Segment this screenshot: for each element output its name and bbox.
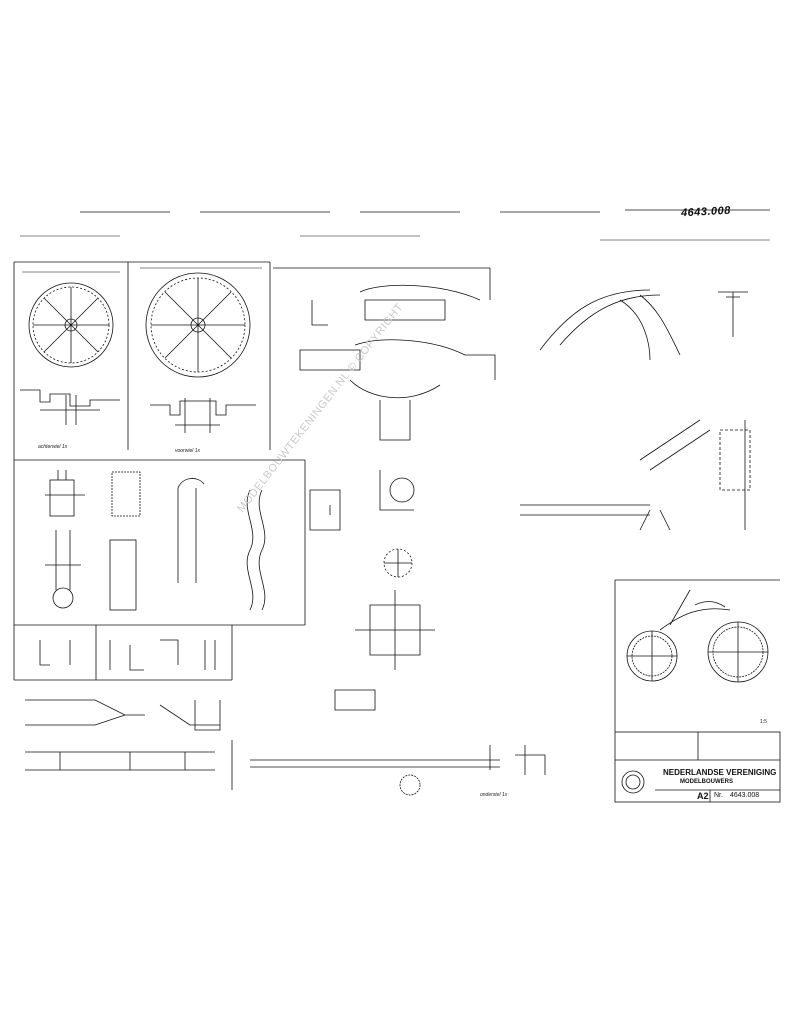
steering-arm-drawing — [520, 289, 751, 531]
wheel-section-frame — [13, 261, 271, 680]
sheet-format: A2 — [697, 791, 709, 801]
frame-profile-drawings — [25, 699, 221, 771]
title-block-number: 4643.008 — [730, 792, 760, 799]
title-block-frame — [614, 731, 781, 803]
rail-caption: onderstel 1x — [480, 792, 508, 798]
scale-label: 1:5 — [760, 719, 767, 725]
number-prefix: Nr. — [714, 792, 723, 799]
long-rail-drawing — [231, 740, 546, 796]
org-name-line1: NEDERLANDSE VERENIGING — [663, 768, 777, 777]
large-wheel-caption: voorwiel 1x — [175, 448, 201, 454]
vehicle-assembly-view — [614, 579, 780, 732]
large-wheel-drawing — [140, 267, 262, 433]
detail-section-frame — [14, 459, 306, 681]
small-wheel-caption: achterwiel 1x — [38, 444, 68, 450]
axle-part-drawings — [39, 470, 266, 671]
small-wheel-drawing — [20, 271, 120, 425]
chassis-frame-drawing — [273, 267, 496, 711]
org-name-line2: MODELBOUWERS — [680, 779, 733, 785]
top-border-line — [20, 209, 770, 241]
